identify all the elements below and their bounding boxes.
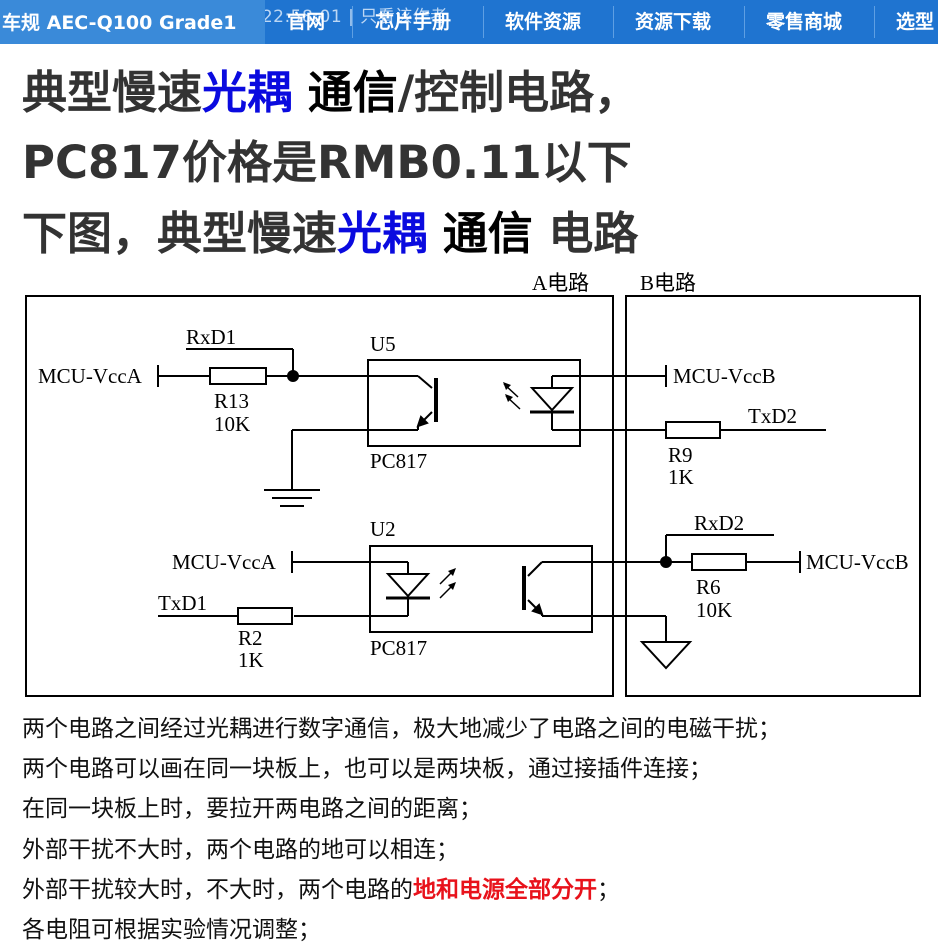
- section-b-frame: [625, 295, 921, 697]
- section-a-label: A电路: [532, 271, 589, 295]
- section-b-label: B电路: [640, 271, 696, 295]
- nav-brand-block[interactable]: 车规 AEC-Q100 Grade1: [0, 0, 265, 44]
- body-paragraph-3: 在同一块板上时，要拉开两电路之间的距离；: [22, 796, 482, 822]
- top-circuit: RxD1 MCU-VccA R13 10K U5 PC817 MCU-VccB …: [38, 325, 826, 507]
- label-vcc-a: MCU-VccA: [38, 364, 143, 388]
- headline-text: 通信: [427, 207, 533, 260]
- light-arrow-head: [505, 394, 513, 402]
- light-arrow-head: [503, 382, 511, 390]
- headline-highlight: 光耦: [202, 66, 293, 119]
- nav-item-shop[interactable]: 零售商城: [766, 11, 843, 33]
- label-u5-part: PC817: [370, 449, 427, 473]
- wire: [417, 375, 433, 389]
- nav-item-selection[interactable]: 选型: [896, 11, 935, 33]
- label-vcc-b: MCU-VccB: [673, 364, 776, 388]
- headline-text: PC817价格是RMB0.11以下: [22, 136, 632, 189]
- nav-item-datasheets[interactable]: 芯片手册: [375, 11, 452, 33]
- optocoupler-circuit-diagram: A电路 B电路: [25, 271, 921, 697]
- light-arrow-head: [448, 568, 456, 576]
- body-paragraph-4: 外部干扰不大时，两个电路的地可以相连；: [22, 837, 459, 863]
- headline-text: 电路: [532, 207, 639, 260]
- paragraph-highlight: 地和电源全部分开: [413, 877, 597, 903]
- emitter-arrow: [416, 415, 429, 428]
- label-r6: R6: [696, 575, 721, 599]
- chip-u5: [367, 359, 581, 447]
- headline-line-1: 典型慢速光耦 通信/控制电路，: [22, 70, 639, 115]
- label-r6-value: 10K: [696, 598, 732, 622]
- led-symbol: [385, 573, 431, 598]
- resistor-r13: [209, 367, 267, 385]
- nav-separator: [874, 6, 875, 38]
- light-arrow-head: [448, 582, 456, 590]
- label-u5: U5: [370, 332, 396, 356]
- headline-text: 通信: [292, 66, 398, 119]
- label-r9: R9: [668, 443, 693, 467]
- label-r13: R13: [214, 389, 249, 413]
- nav-separator: [744, 6, 745, 38]
- headline-text: 下图，典型慢速: [22, 207, 338, 260]
- emitter-arrow: [531, 603, 544, 616]
- led-symbol: [529, 387, 575, 412]
- label-rxd2: RxD2: [694, 511, 744, 535]
- label-r2: R2: [238, 626, 263, 650]
- label-r13-value: 10K: [214, 412, 250, 436]
- wire: [527, 561, 543, 577]
- headline-line-2: PC817价格是RMB0.11以下: [22, 140, 632, 185]
- label-rxd1: RxD1: [186, 325, 236, 349]
- nav-separator: [352, 6, 353, 38]
- resistor-r9: [665, 421, 721, 439]
- label-txd1: TxD1: [158, 591, 207, 615]
- paragraph-text: ；: [597, 877, 620, 903]
- label-u2-part: PC817: [370, 636, 427, 660]
- headline-text: /控制电路，: [397, 66, 640, 119]
- label-r9-value: 1K: [668, 465, 694, 489]
- resistor-r6: [691, 553, 747, 571]
- label-vcc-a: MCU-VccA: [172, 550, 277, 574]
- body-paragraph-5: 外部干扰较大时，不大时，两个电路的地和电源全部分开；: [22, 879, 620, 902]
- top-nav-bar: 楼主 | 发表于 2023-11-4 22:58:01 | 只看该作者 车规 A…: [0, 0, 938, 44]
- bottom-circuit: U2 MCU-VccA TxD1 R2 1K PC817 RxD2 R6 10K…: [158, 511, 909, 672]
- label-r2-value: 1K: [238, 648, 264, 672]
- nav-item-downloads[interactable]: 资源下载: [635, 11, 712, 33]
- ground-symbol: [639, 641, 693, 670]
- nav-item-official-site[interactable]: 官网: [287, 11, 326, 33]
- body-paragraph-2: 两个电路可以画在同一块板上，也可以是两块板，通过接插件连接；: [22, 756, 712, 782]
- label-vcc-b: MCU-VccB: [806, 550, 909, 574]
- nav-item-software[interactable]: 软件资源: [505, 11, 582, 33]
- chip-u2: [369, 545, 593, 633]
- headline-text: 典型慢速: [22, 66, 203, 119]
- label-txd2: TxD2: [748, 404, 797, 428]
- section-a-frame: [25, 295, 614, 697]
- body-paragraph-1: 两个电路之间经过光耦进行数字通信，极大地减少了电路之间的电磁干扰；: [22, 716, 781, 742]
- nav-separator: [613, 6, 614, 38]
- resistor-r2: [237, 607, 293, 625]
- label-u2: U2: [370, 517, 396, 541]
- body-paragraph-6: 各电阻可根据实验情况调整；: [22, 917, 321, 943]
- nav-separator: [483, 6, 484, 38]
- headline-line-3: 下图，典型慢速光耦 通信 电路: [22, 211, 638, 256]
- paragraph-text: 外部干扰较大时，不大时，两个电路的: [22, 877, 413, 903]
- nav-brand[interactable]: 车规 AEC-Q100 Grade1: [2, 12, 237, 34]
- headline-highlight: 光耦: [337, 207, 428, 260]
